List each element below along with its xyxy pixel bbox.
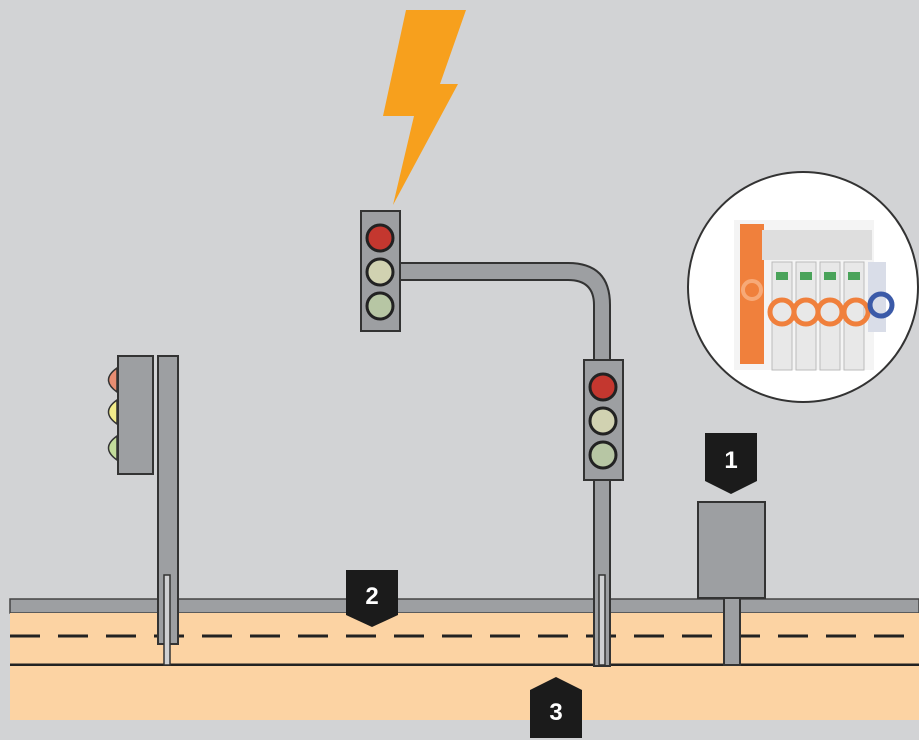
cabinet-box bbox=[698, 502, 765, 598]
road-upper-lane bbox=[10, 613, 919, 665]
left-pole-base-slot bbox=[164, 575, 170, 665]
cabinet-post bbox=[724, 597, 740, 665]
marker-1: 1 bbox=[705, 433, 757, 494]
marker-1-label: 1 bbox=[724, 447, 737, 474]
overhead-red-light bbox=[367, 225, 393, 251]
road-lower-lane bbox=[10, 666, 919, 720]
overhead-traffic-light bbox=[361, 211, 610, 364]
left-light-red-lens bbox=[109, 368, 118, 392]
marker-3: 3 bbox=[530, 677, 582, 738]
marker-2-label: 2 bbox=[365, 583, 378, 610]
overhead-yellow-light bbox=[367, 259, 393, 285]
left-light-yellow-lens bbox=[109, 400, 118, 424]
surge-protector-icon bbox=[734, 220, 892, 370]
road-sidewalk-edge bbox=[10, 599, 919, 613]
right-red-light bbox=[590, 374, 616, 400]
marker-2: 2 bbox=[346, 570, 398, 627]
marker-3-label: 3 bbox=[549, 699, 562, 726]
left-light-green-lens bbox=[109, 436, 118, 460]
right-yellow-light bbox=[590, 408, 616, 434]
overhead-arm bbox=[398, 263, 610, 364]
left-light-housing bbox=[118, 356, 153, 474]
surge-protector-inset bbox=[688, 172, 918, 402]
lightning-bolt-icon bbox=[383, 10, 466, 205]
right-green-light bbox=[590, 442, 616, 468]
right-pole-base-slot bbox=[599, 575, 605, 665]
overhead-green-light bbox=[367, 293, 393, 319]
road bbox=[10, 599, 919, 720]
